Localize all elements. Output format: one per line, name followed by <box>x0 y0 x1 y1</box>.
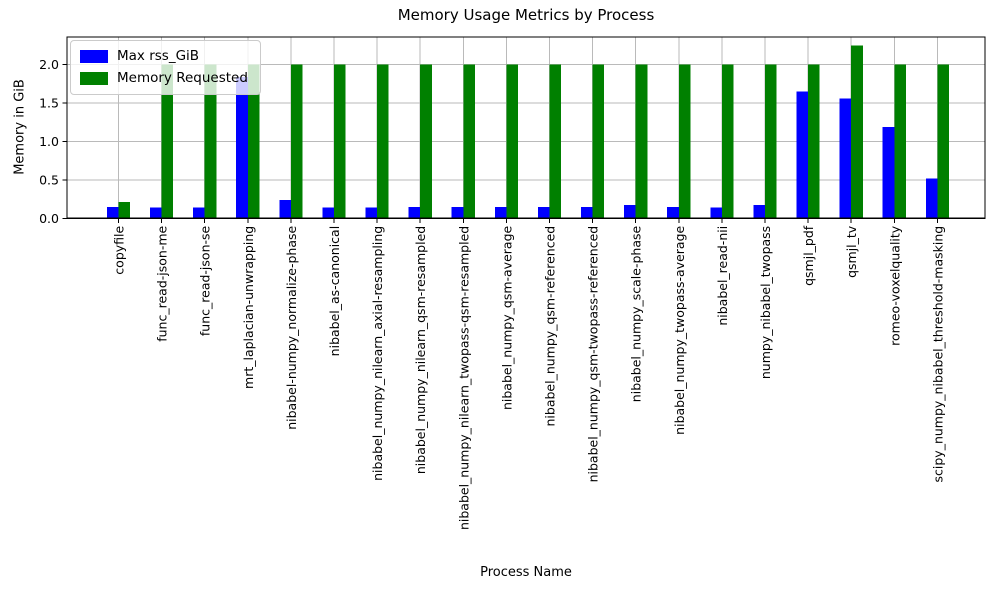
x-tick-label: scipy_numpy_nibabel_threshold-masking <box>930 226 945 483</box>
bar-memory-requested <box>290 64 303 219</box>
bar-memory-requested <box>678 64 691 219</box>
x-tick-label: nibabel_numpy_twopass-average <box>672 225 687 434</box>
bar-memory-requested <box>420 64 432 219</box>
x-tick-label: qsmjl_pdf <box>801 225 816 286</box>
bar-max-rss <box>624 205 636 219</box>
bar-memory-requested <box>592 64 605 219</box>
bar-memory-requested <box>937 64 949 219</box>
y-tick-label: 1.5 <box>39 96 59 111</box>
bar-max-rss <box>408 206 421 219</box>
x-tick-label: nibabel_read-nii <box>715 226 730 326</box>
plot-border <box>66 36 986 219</box>
legend-item-max-rss: Max rss_GiB <box>80 48 248 64</box>
bar-memory-requested <box>549 64 562 219</box>
bar-memory-requested <box>118 202 131 219</box>
bar-max-rss <box>236 76 248 219</box>
x-tick-label: nibabel-numpy_normalize-phase <box>284 226 299 430</box>
bar-memory-requested <box>635 64 648 219</box>
bar-memory-requested <box>247 64 260 219</box>
x-tick-label: qsmjl_tv <box>844 225 859 278</box>
bar-memory-requested <box>721 64 734 219</box>
bar-memory-requested <box>463 64 475 219</box>
x-tick-label: nibabel_as-canonical <box>327 226 342 357</box>
x-tick-label: nibabel_numpy_qsm-referenced <box>543 226 558 427</box>
x-tick-label: numpy_nibabel_twopass <box>758 226 773 379</box>
x-tick-label: nibabel_numpy_qsm-average <box>499 225 514 410</box>
bar-max-rss <box>279 199 291 219</box>
legend: Max rss_GiB Memory Requested <box>70 40 261 95</box>
bar-memory-requested <box>851 45 863 219</box>
y-tick-label: 0.5 <box>39 172 59 187</box>
bar-max-rss <box>925 178 938 219</box>
bar-max-rss <box>882 126 895 219</box>
y-tick-label: 1.0 <box>39 134 59 149</box>
bar-max-rss <box>451 206 464 219</box>
bar-max-rss <box>667 206 679 219</box>
bar-max-rss <box>537 206 550 219</box>
x-tick-label: func_read-json-se <box>198 225 213 336</box>
legend-item-memory-requested: Memory Requested <box>80 70 248 86</box>
bar-memory-requested <box>808 64 820 219</box>
y-axis-label: Memory in GiB <box>12 79 28 175</box>
bar-memory-requested <box>894 64 906 219</box>
y-tick-label: 2.0 <box>39 57 59 72</box>
bar-memory-requested <box>377 64 389 219</box>
x-tick-label: romeo-voxelquality <box>887 225 902 346</box>
bar-max-rss <box>796 91 809 219</box>
x-tick-label: nibabel_numpy_nilearn_axial-resampling <box>370 226 385 481</box>
legend-label-memory-requested: Memory Requested <box>117 70 248 86</box>
bar-memory-requested <box>506 64 518 219</box>
x-tick-label: func_read-json-me <box>155 225 170 341</box>
bar-max-rss <box>322 207 334 219</box>
x-tick-label: nibabel_numpy_qsm-twopass-referenced <box>586 226 601 483</box>
bar-max-rss <box>753 205 765 219</box>
x-tick-label: nibabel_numpy_scale-phase <box>629 226 644 403</box>
chart-title: Memory Usage Metrics by Process <box>397 6 655 24</box>
x-tick-label: nibabel_numpy_nilearn_qsm-resampled <box>413 226 428 474</box>
x-axis-label: Process Name <box>480 565 572 580</box>
bar-max-rss <box>106 206 119 219</box>
bar-max-rss <box>193 207 205 219</box>
bar-max-rss <box>839 98 852 219</box>
bar-memory-requested <box>204 64 217 219</box>
bar-max-rss <box>365 207 378 219</box>
bar-max-rss <box>150 207 162 219</box>
x-tick-label: mrt_laplacian-unwrapping <box>241 226 256 389</box>
bar-max-rss <box>581 206 593 219</box>
x-tick-label: copyfile <box>112 225 127 274</box>
x-tick-label: nibabel_numpy_nilearn_twopass-qsm-resamp… <box>456 226 471 530</box>
bar-memory-requested <box>334 64 346 219</box>
y-tick-label: 0.0 <box>39 211 59 226</box>
legend-swatch-max-rss <box>80 49 108 63</box>
legend-swatch-memory-requested <box>80 71 108 85</box>
bar-max-rss <box>494 206 507 219</box>
bar-max-rss <box>710 207 722 219</box>
bar-memory-requested <box>161 64 174 219</box>
bar-memory-requested <box>765 64 777 219</box>
legend-label-max-rss: Max rss_GiB <box>117 48 200 64</box>
